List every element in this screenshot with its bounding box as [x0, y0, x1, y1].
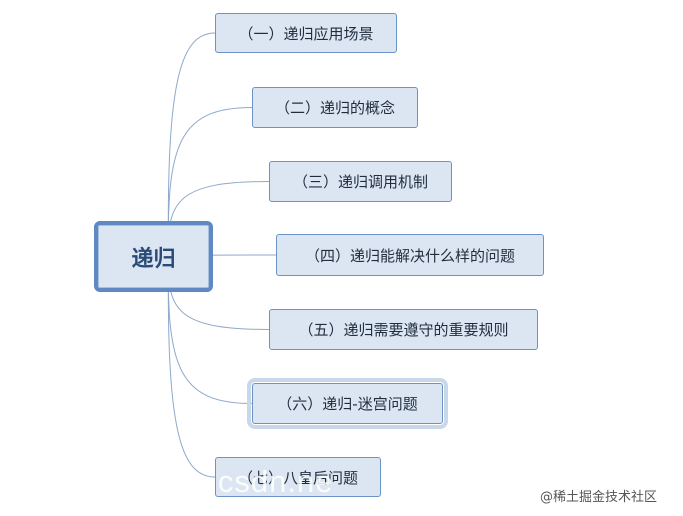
branch-node-5[interactable]: （五）递归需要遵守的重要规则 [269, 309, 538, 350]
branch-node-1[interactable]: （一）递归应用场景 [215, 13, 397, 53]
branch-node-4[interactable]: （四）递归能解决什么样的问题 [276, 234, 544, 276]
branch-node-2[interactable]: （二）递归的概念 [252, 87, 418, 128]
branch-node-7[interactable]: （七）八皇后问题 [215, 457, 381, 497]
connector-2 [167, 107, 253, 257]
credit-text: @稀土掘金技术社区 [540, 490, 658, 505]
connector-7 [167, 256, 216, 478]
root-node[interactable]: 递归 [94, 221, 213, 292]
branch-node-6[interactable]: （六）递归-迷宫问题 [247, 378, 448, 429]
connector-1 [167, 32, 216, 257]
branch-node-3[interactable]: （三）递归调用机制 [269, 161, 452, 202]
